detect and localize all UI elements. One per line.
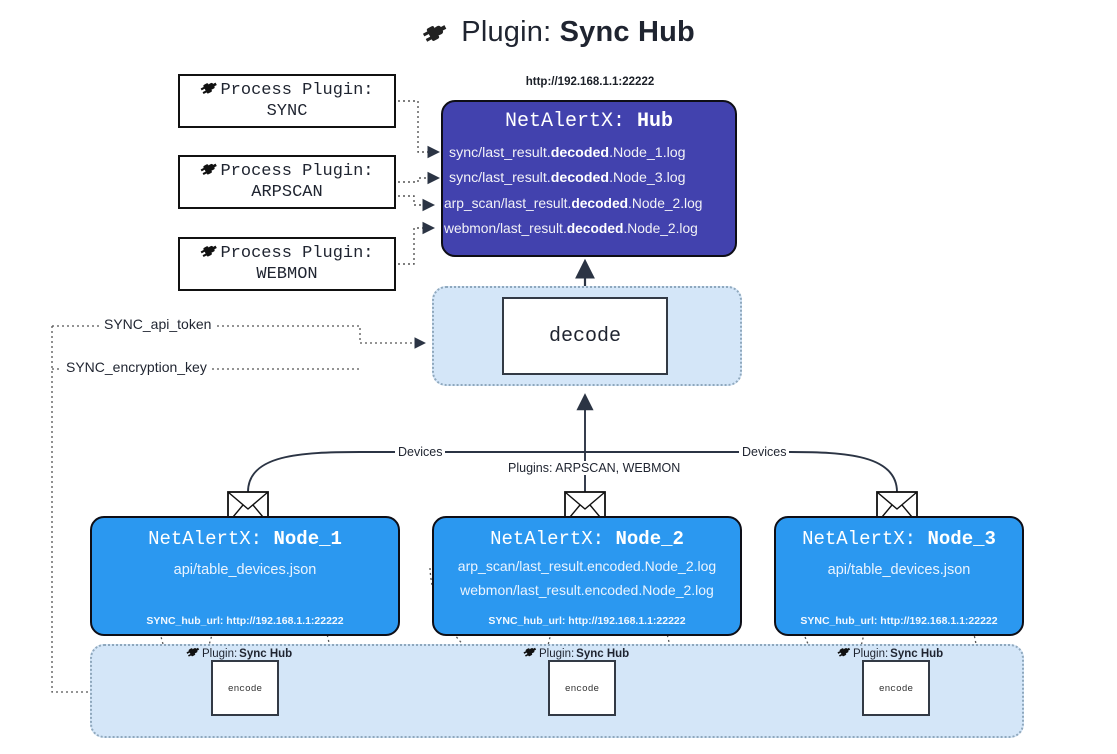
encoder-plugin-tag: Plugin: Sync Hub [837,646,943,661]
process-plugin-label: Process Plugin: [220,243,374,263]
sync-encryption-key-label: SYNC_encryption_key [62,359,211,375]
process-plugin-label: Process Plugin: [220,161,374,181]
node-payload: api/table_devices.json [827,562,971,578]
encode-box-node-3[interactable]: encode [862,660,930,716]
encoder-plugin-tag: Plugin: Sync Hub [523,646,629,661]
process-plugin-webmon[interactable]: Process Plugin: WEBMON [178,237,396,291]
hub-log-entry: sync/last_result.decoded.Node_1.log [449,145,686,161]
decode-box[interactable]: decode [502,297,668,375]
encode-box-node-1[interactable]: encode [211,660,279,716]
devices-label-right: Devices [739,445,790,459]
node-payload: arp_scan/last_result.encoded.Node_2.log [457,558,717,574]
encoder-plugin-tag: Plugin: Sync Hub [186,646,292,661]
plugins-label-center: Plugins: ARPSCAN, WEBMON [505,461,684,475]
process-plugin-name: SYNC [266,102,308,121]
devices-label-left: Devices [395,445,446,459]
plug-icon [200,80,218,101]
node-title: NetAlertX: Node_3 [802,528,996,550]
node-hub-url: SYNC_hub_url: http://192.168.1.1:22222 [488,615,686,627]
encode-box-node-2[interactable]: encode [548,660,616,716]
process-plugin-name: WEBMON [256,265,318,284]
sync-api-token-label: SYNC_api_token [100,316,216,332]
process-plugin-sync[interactable]: Process Plugin: SYNC [178,74,396,128]
hub-title: NetAlertX: Hub [443,110,735,133]
hub-log-entry: sync/last_result.decoded.Node_3.log [449,170,686,186]
process-plugin-arpscan[interactable]: Process Plugin: ARPSCAN [178,155,396,209]
node-1[interactable]: NetAlertX: Node_1 api/table_devices.json… [90,516,400,636]
node-title: NetAlertX: Node_1 [148,528,342,550]
node-hub-url: SYNC_hub_url: http://192.168.1.1:22222 [800,615,998,627]
plug-icon [837,646,851,661]
node-payload: api/table_devices.json [173,562,317,578]
node-hub-url: SYNC_hub_url: http://192.168.1.1:22222 [146,615,344,627]
node-2[interactable]: NetAlertX: Node_2 arp_scan/last_result.e… [432,516,742,636]
plug-icon [422,19,448,52]
plug-icon [523,646,537,661]
node-3[interactable]: NetAlertX: Node_3 api/table_devices.json… [774,516,1024,636]
node-payload: webmon/last_result.encoded.Node_2.log [460,582,714,598]
process-plugin-label: Process Plugin: [220,80,374,100]
nodes-to-decode-connectors [247,393,898,493]
plugin-to-hub-connectors [398,100,441,265]
hub-log-entry: webmon/last_result.decoded.Node_2.log [444,221,698,236]
process-plugin-name: ARPSCAN [251,183,323,202]
hub-url-label: http://192.168.1.1:22222 [525,76,655,88]
hub-node[interactable]: NetAlertX: Hub sync/last_result.decoded.… [441,100,737,257]
title-prefix: Plugin: [461,16,552,48]
plug-icon [200,243,218,264]
title-name: Sync Hub [559,16,695,48]
hub-title-prefix: NetAlertX: [504,110,625,133]
page-title: Plugin: Sync Hub [0,16,1117,52]
hub-title-name: Hub [637,110,674,133]
plug-icon [200,161,218,182]
hub-log-entry: arp_scan/last_result.decoded.Node_2.log [444,196,703,211]
node-title: NetAlertX: Node_2 [490,528,684,550]
plug-icon [186,646,200,661]
